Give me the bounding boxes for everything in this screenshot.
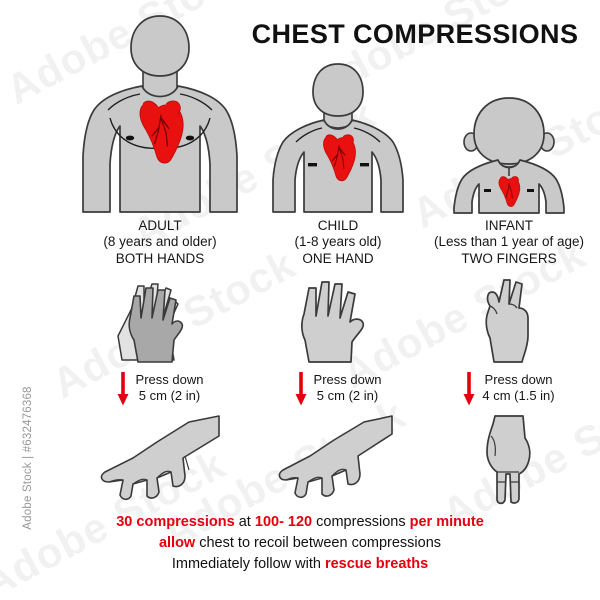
adult-age: (8 years and older) (103, 234, 217, 250)
child-figure-slot (252, 14, 424, 214)
footer-l1-seg4: compressions (312, 514, 410, 530)
arrow-down-icon (117, 372, 129, 406)
hand-side-view-icon (278, 415, 393, 499)
child-heading: CHILD (317, 218, 359, 233)
adult-hand-top-slot (60, 272, 260, 364)
child-age: (1-8 years old) (294, 234, 382, 250)
column-child: CHILD (1-8 years old) ONE HAND Press dow… (252, 0, 424, 600)
arrow-down-icon (295, 372, 307, 406)
adult-caption: ADULT (8 years and older) BOTH HANDS (60, 218, 260, 267)
adult-press-text: Press down 5 cm (2 in) (136, 372, 204, 405)
infant-age: (Less than 1 year of age) (433, 234, 585, 250)
footer-l2-seg2: chest to recoil between compressions (195, 535, 442, 552)
infant-heading: INFANT (484, 218, 533, 233)
footer-l3-seg2: rescue breaths (324, 556, 429, 573)
hand-side-view-icon (100, 415, 220, 501)
infant-technique: TWO FINGERS (461, 250, 557, 266)
footer-l1-seg1: 30 compressions (116, 514, 235, 530)
infant-press-row: Press down 4 cm (1.5 in) (420, 366, 598, 410)
child-hand-top-slot (252, 272, 424, 364)
adult-press-row: Press down 5 cm (2 in) (60, 366, 260, 410)
infant-hand-top-slot (420, 272, 598, 364)
child-press-line2: 5 cm (2 in) (316, 388, 379, 403)
column-infant: INFANT (Less than 1 year of age) TWO FIN… (420, 0, 598, 600)
infant-caption: INFANT (Less than 1 year of age) TWO FIN… (420, 218, 598, 267)
page-title: CHEST COMPRESSIONS (251, 19, 579, 49)
footer-line-2: allow chest to recoil between compressio… (40, 533, 560, 554)
infant-torso-with-heart-icon (453, 97, 565, 214)
child-caption: CHILD (1-8 years old) ONE HAND (252, 218, 424, 267)
child-torso-with-heart-icon (272, 63, 404, 213)
footer-instructions: 30 compressions at 100- 120 compressions… (40, 512, 560, 575)
arrow-down-icon (463, 372, 475, 406)
infant-press-text: Press down 4 cm (1.5 in) (482, 372, 554, 405)
adult-torso-with-heart-icon (82, 15, 238, 213)
child-press-row: Press down 5 cm (2 in) (252, 366, 424, 410)
infant-figure-slot (420, 14, 598, 214)
child-technique: ONE HAND (302, 250, 374, 266)
footer-l1-seg5: per minute (409, 514, 484, 530)
infant-press-line1: Press down (484, 371, 553, 387)
infant-press-line2: 4 cm (1.5 in) (482, 388, 555, 403)
adult-heading: ADULT (138, 218, 182, 233)
footer-l1-seg3: 100- 120 (254, 514, 313, 530)
child-press-text: Press down 5 cm (2 in) (314, 372, 382, 405)
footer-l2-seg1: allow (158, 535, 196, 552)
two-fingers-up-icon (485, 279, 529, 363)
column-adult: ADULT (8 years and older) BOTH HANDS Pre… (60, 0, 260, 600)
footer-line-3: Immediately follow with rescue breaths (40, 554, 560, 575)
infant-hand-bottom-slot (420, 414, 598, 510)
child-press-line1: Press down (313, 371, 382, 387)
two-fingers-down-icon (486, 415, 531, 505)
two-hands-stacked-icon (117, 283, 184, 363)
child-hand-bottom-slot (252, 414, 424, 510)
adult-technique: BOTH HANDS (115, 250, 205, 266)
adult-press-line2: 5 cm (2 in) (138, 388, 201, 403)
adult-hand-bottom-slot (60, 414, 260, 510)
one-hand-open-icon (301, 281, 365, 363)
adult-press-line1: Press down (135, 371, 204, 387)
watermark-credit: Adobe Stock | #632476368 (22, 386, 34, 530)
footer-line-1: 30 compressions at 100- 120 compressions… (40, 512, 560, 533)
footer-l1-seg2: at (234, 514, 255, 530)
footer-l3-seg1: Immediately follow with (171, 556, 325, 573)
adult-figure-slot (60, 14, 260, 214)
